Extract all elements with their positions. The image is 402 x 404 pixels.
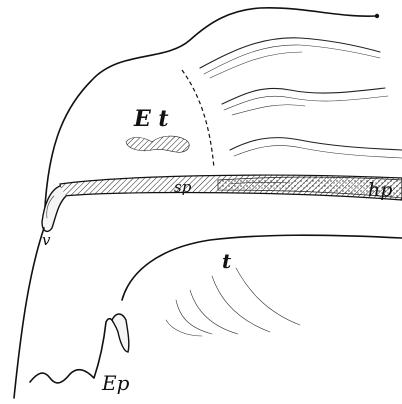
epithelium-fold: [112, 314, 129, 352]
epithelium-line: [30, 319, 112, 383]
lower-surface-outline: [122, 235, 402, 300]
hatched-blob: [126, 136, 189, 152]
label-hp: hp: [368, 179, 392, 201]
t-region-lines: [166, 268, 300, 336]
label-v: v: [42, 231, 51, 249]
dashed-boundary: [182, 70, 214, 168]
label-ep: Ep: [101, 371, 130, 395]
label-sp: sp: [174, 178, 192, 196]
label-t: t: [222, 249, 232, 273]
tissue-folds: [200, 38, 402, 158]
label-et: E t: [133, 106, 169, 132]
outline-end-dot: [375, 14, 379, 18]
left-outer-contour: [14, 228, 44, 398]
